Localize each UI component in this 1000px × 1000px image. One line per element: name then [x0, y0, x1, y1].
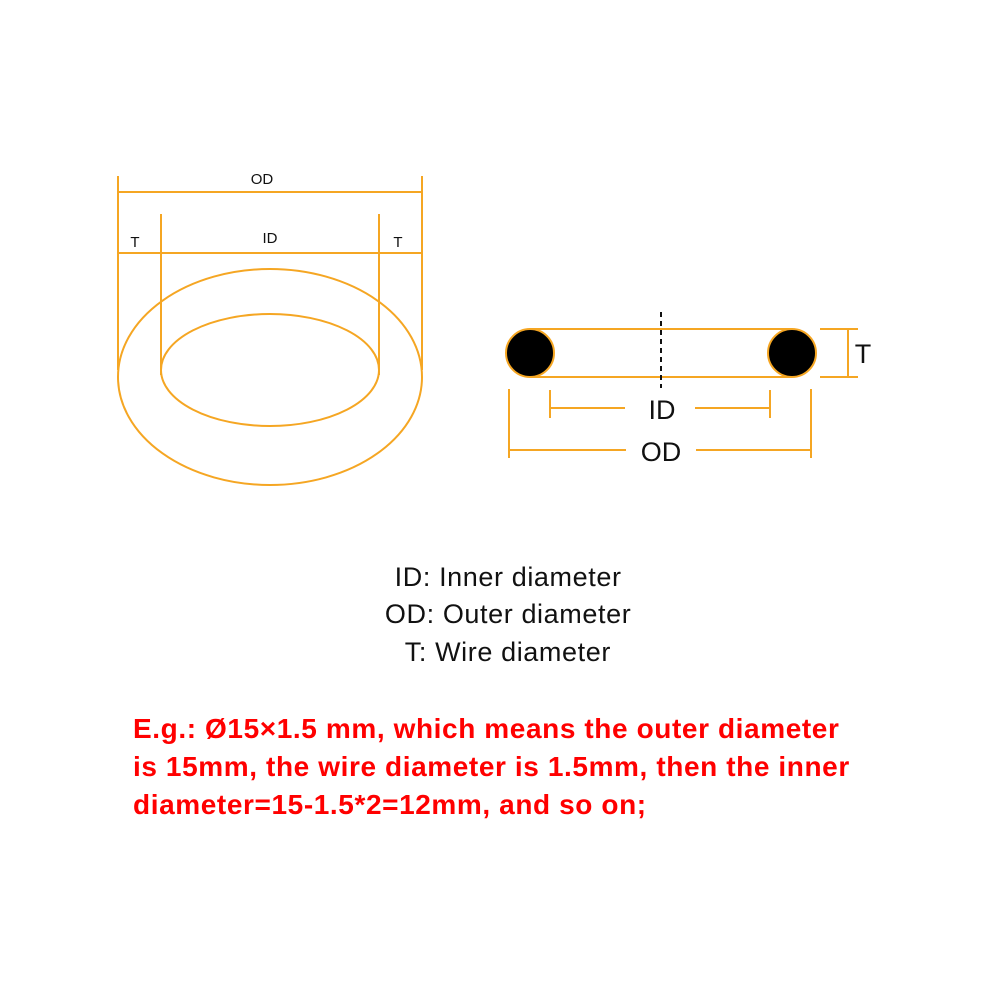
- example-note-line: diameter=15-1.5*2=12mm, and so on;: [133, 789, 647, 820]
- top-t-right-label: T: [393, 234, 402, 251]
- legend-t-key: T:: [404, 637, 427, 667]
- example-note-line: E.g.: Ø15×1.5 mm, which means the outer …: [133, 713, 840, 744]
- legend-t-text: Wire diameter: [435, 637, 611, 667]
- outer-ring-edge: [117, 268, 423, 486]
- legend-od: OD: Outer diameter: [0, 568, 1000, 630]
- left-cross-section: [505, 328, 555, 378]
- legend-od-text: Outer diameter: [442, 599, 632, 629]
- example-note-line: is 15mm, the wire diameter is 1.5mm, the…: [133, 751, 850, 782]
- legend-od-key: OD:: [384, 599, 435, 629]
- cs-id-label: ID: [649, 395, 676, 425]
- top-view-labels: OD ID T T: [130, 171, 402, 251]
- top-od-label: OD: [251, 171, 274, 188]
- top-view: [117, 176, 423, 486]
- right-cross-section: [767, 328, 817, 378]
- cross-section-labels: T ID OD: [641, 339, 872, 467]
- legend-t: T: Wire diameter: [0, 606, 1000, 668]
- cs-t-label: T: [855, 339, 872, 369]
- top-t-left-label: T: [130, 234, 139, 251]
- cross-section-view: [505, 312, 858, 458]
- example-note: E.g.: Ø15×1.5 mm, which means the outer …: [133, 710, 913, 824]
- legend-id-key: ID:: [394, 562, 431, 592]
- inner-ring-edge: [160, 313, 380, 427]
- cs-od-label: OD: [641, 437, 682, 467]
- top-id-label: ID: [263, 230, 278, 247]
- legend-id-text: Inner diameter: [439, 562, 622, 592]
- legend-id: ID: Inner diameter: [0, 531, 1000, 593]
